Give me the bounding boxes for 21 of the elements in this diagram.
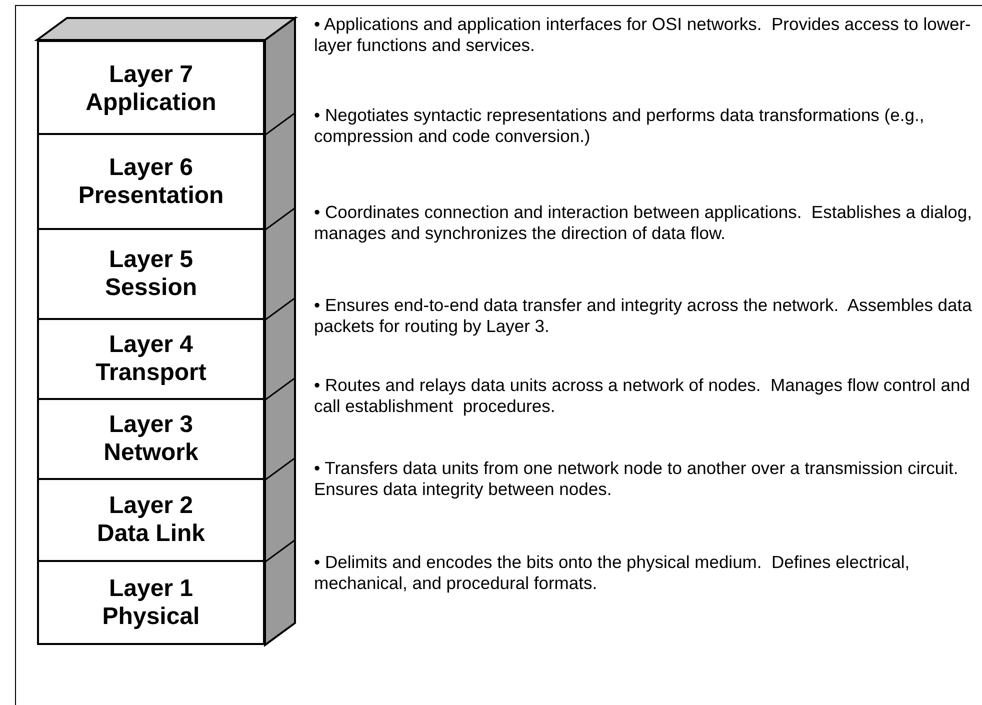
layer-title: Layer 4 xyxy=(108,331,194,359)
layer-title: Presentation xyxy=(78,182,224,210)
layer-title: Layer 1 xyxy=(108,574,194,602)
layer-title: Transport xyxy=(96,359,206,387)
layer-title: Layer 6 xyxy=(108,154,194,182)
layer-title: Layer 5 xyxy=(108,246,194,274)
layer-description: • Coordinates connection and interaction between applications. Establishes a dialog, manages and synchronizes the direction of data flow. xyxy=(314,202,973,244)
layer-title: Data Link xyxy=(96,520,206,548)
layer-description: • Routes and relays data units across a network of nodes. Manages flow control and call establishment procedures. xyxy=(314,375,971,417)
layer-title: Layer 2 xyxy=(108,492,194,520)
layer-title: Application xyxy=(86,88,216,116)
layer-title: Layer 7 xyxy=(108,60,194,88)
layer-description: • Ensures end-to-end data transfer and integrity across the network. Assembles data packets for routing by Layer 3. xyxy=(314,295,973,337)
layer-title: Physical xyxy=(102,602,200,630)
layer-title: Layer 3 xyxy=(108,411,194,439)
layer-title: Network xyxy=(104,439,198,467)
layer-description: • Negotiates syntactic representations and performs data transformations (e.g., compression and code conversion.) xyxy=(314,105,926,147)
layer-description: • Delimits and encodes the bits onto the physical medium. Defines electrical, mechanical, and procedural formats. xyxy=(314,552,911,594)
layer-description: • Transfers data units from one network node to another over a transmission circuit. Ensures data integrity between nodes. xyxy=(314,458,960,500)
layer-title: Session xyxy=(104,274,198,302)
layer-description: • Applications and application interfaces for OSI networks. Provides access to lower-layer functions and services. xyxy=(314,14,972,56)
